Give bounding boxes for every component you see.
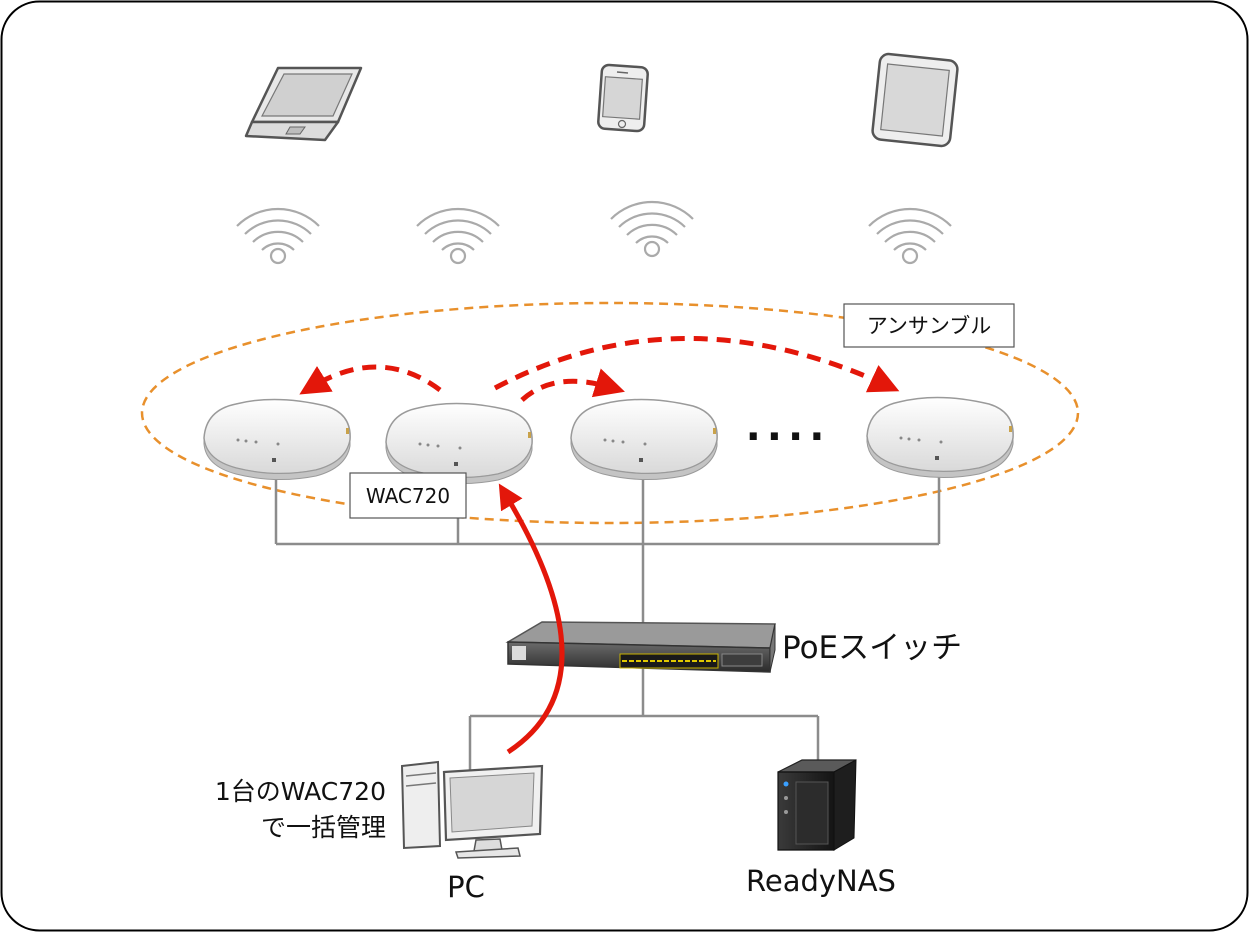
pc-caption-line2: で一括管理 xyxy=(261,813,386,842)
wifi-signal-icon xyxy=(610,201,694,258)
access-point-icon xyxy=(385,402,533,485)
ensemble-label: アンサンブル xyxy=(867,314,992,338)
pc-label: PC xyxy=(447,870,485,904)
wifi-signal-icon xyxy=(868,208,952,265)
nas-icon xyxy=(777,759,857,851)
wifi-signal-icon xyxy=(236,208,320,265)
sync-arrow-far xyxy=(493,336,900,393)
smartphone-icon xyxy=(597,63,649,133)
ensemble-ring xyxy=(140,301,1080,525)
wifi-signal-icon xyxy=(416,208,500,265)
sync-arrow-left xyxy=(299,364,442,395)
poe-switch-label: PoEスイッチ xyxy=(782,630,962,666)
nas-label: ReadyNAS xyxy=(746,864,896,898)
wac720-label-box xyxy=(349,472,467,519)
pc-caption-line1: 1台のWAC720 xyxy=(215,777,386,806)
access-point-icon xyxy=(570,398,718,481)
tablet-icon xyxy=(871,52,959,148)
more-access-points-ellipsis: .... xyxy=(746,404,831,450)
laptop-icon xyxy=(244,66,363,142)
access-point-icon xyxy=(866,396,1014,479)
sync-arrow-near xyxy=(520,368,625,402)
wac720-label: WAC720 xyxy=(366,484,450,508)
management-arrow xyxy=(498,483,565,755)
pc-icon xyxy=(400,760,544,859)
access-point-icon xyxy=(203,398,351,481)
ensemble-label-box xyxy=(843,303,1015,348)
poe-switch-icon xyxy=(505,621,776,673)
